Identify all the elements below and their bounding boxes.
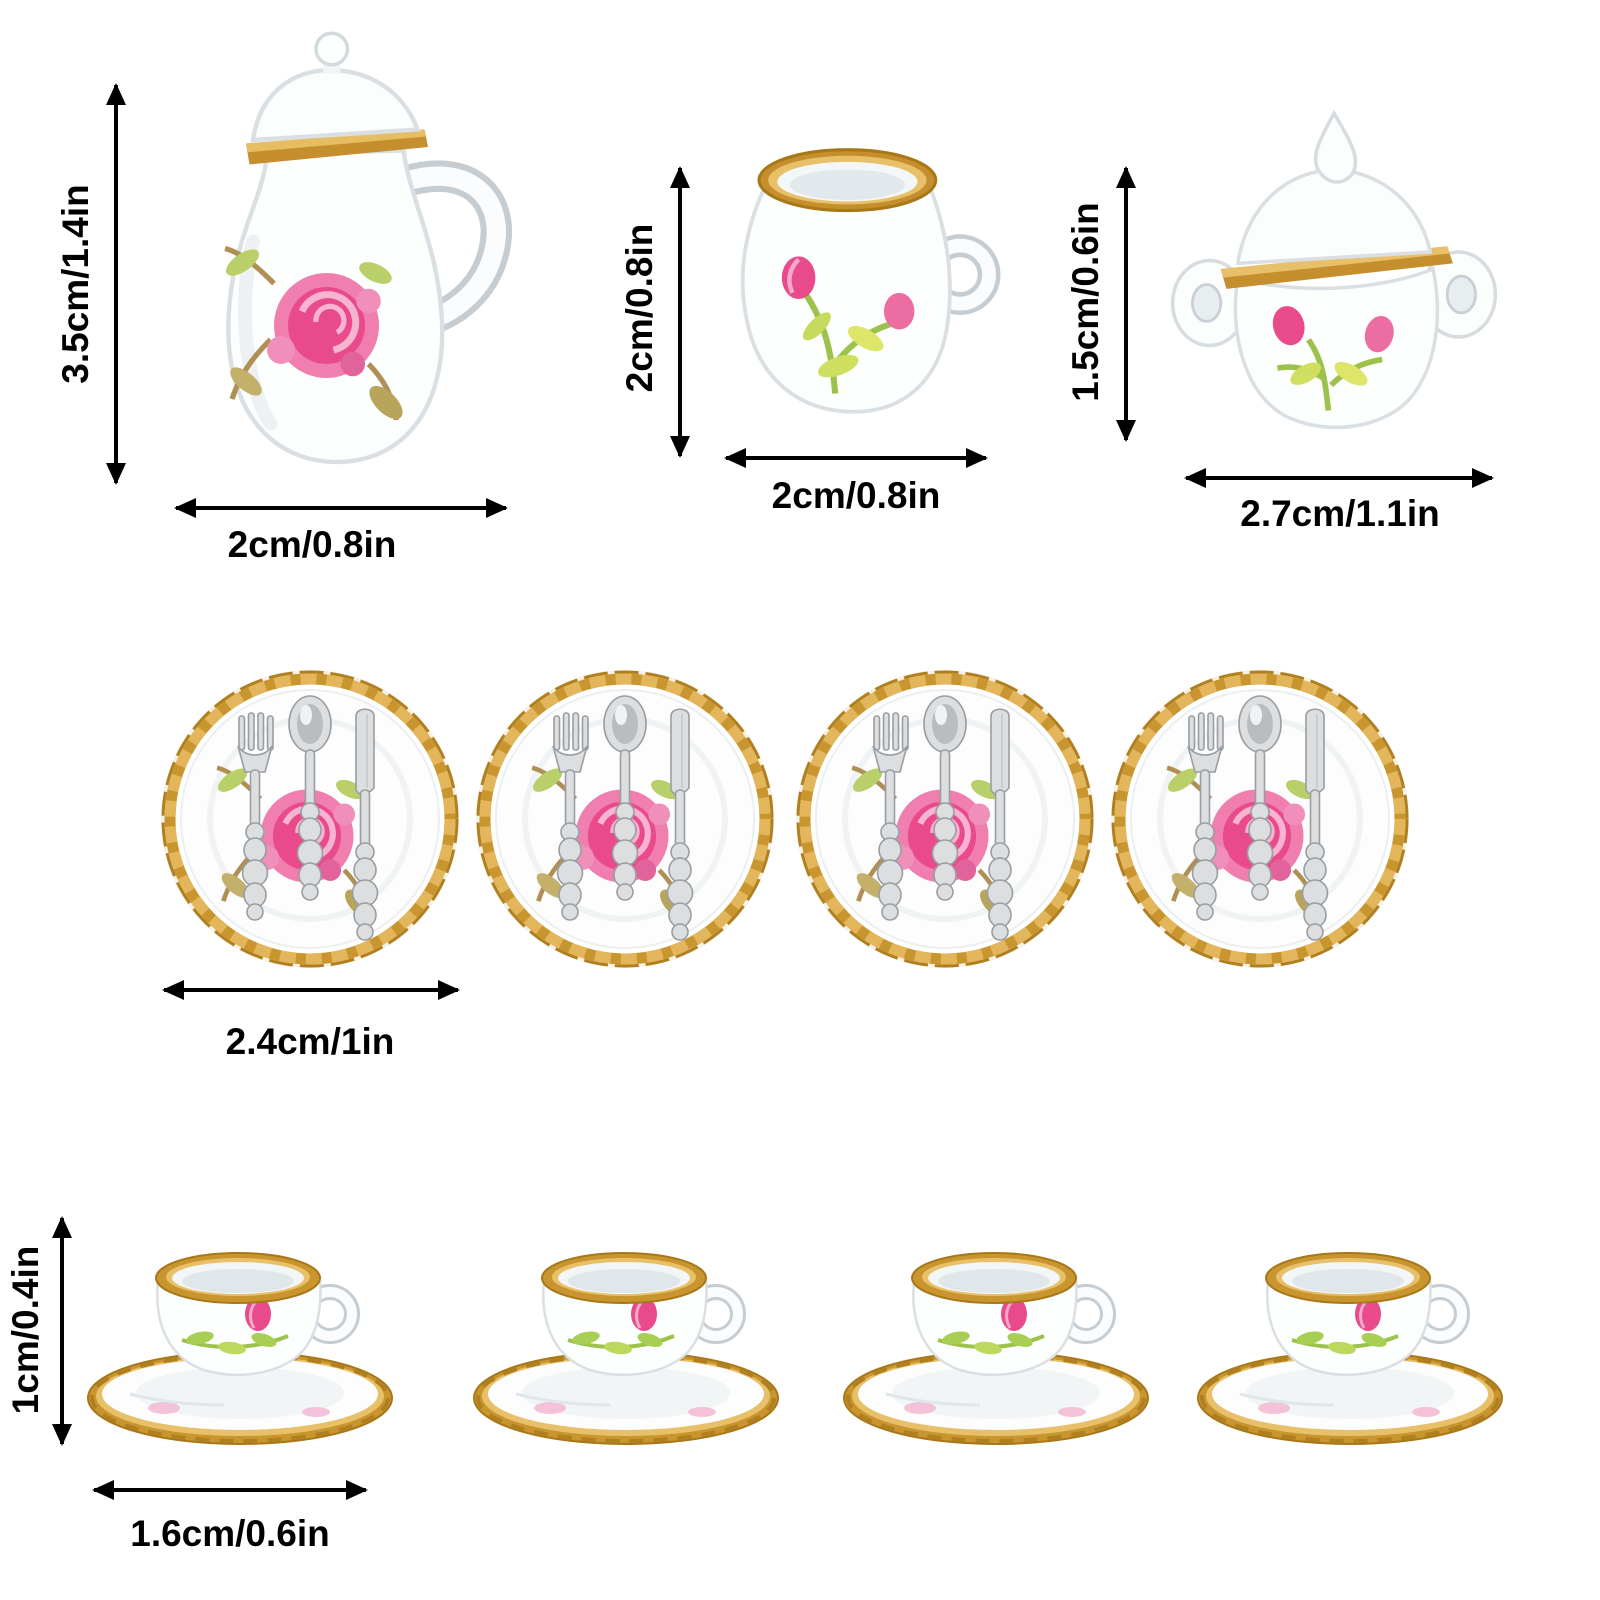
plate-width-label: 2.4cm/1in [225,1021,395,1062]
plate-with-cutlery-4 [1105,664,1415,974]
sugar-bowl-height-arrow [1124,168,1128,440]
sugar-bowl-width-label: 2.7cm/1.1in [1240,493,1440,534]
creamer-height-arrow [678,168,682,456]
plate-width-arrow [164,988,458,992]
teacup-with-saucer-2 [458,1182,798,1452]
teacup-height-label: 1cm/0.4in [5,1245,46,1415]
teacup-width-label: 1.6cm/0.6in [130,1513,330,1554]
teapot-width-label: 2cm/0.8in [227,524,397,565]
creamer-width-arrow [726,456,986,460]
teacup-with-saucer-3 [828,1182,1168,1452]
sugar-bowl-image [1150,102,1518,470]
creamer-height-label: 2cm/0.8in [619,223,660,393]
milk-jug-image [695,118,1015,448]
teacup-height-arrow [60,1218,64,1444]
sugar-bowl-width-arrow [1186,476,1492,480]
teacup-with-saucer-1 [72,1182,412,1452]
sugar-bowl-height-label: 1.5cm/0.6in [1065,202,1106,402]
plate-with-cutlery-2 [470,664,780,974]
teacup-with-saucer-4 [1182,1182,1522,1452]
teapot-image [162,30,512,488]
teapot-height-label: 3.5cm/1.4in [55,184,96,384]
teacup-width-arrow [94,1488,366,1492]
creamer-width-label: 2cm/0.8in [771,475,941,516]
teapot-width-arrow [176,506,506,510]
teapot-illustration [162,31,512,465]
sugar-bowl-illustration [1170,109,1498,430]
plate-with-cutlery-3 [790,664,1100,974]
plate-with-cutlery-1 [155,664,465,974]
teapot-height-arrow [114,85,118,483]
milk-jug-illustration [740,148,1001,414]
